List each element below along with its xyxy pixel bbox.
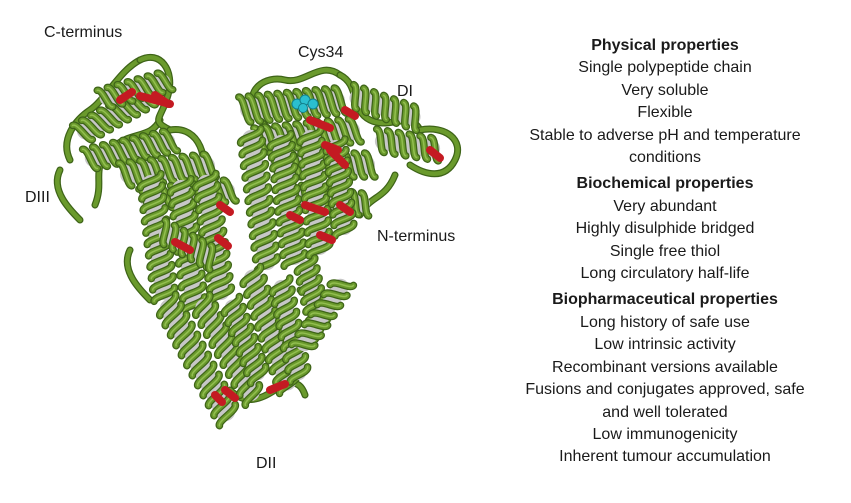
property-item: Fusions and conjugates approved, safe — [525, 381, 805, 399]
property-item: Inherent tumour accumulation — [559, 448, 771, 466]
property-item: Highly disulphide bridged — [575, 220, 755, 238]
property-item: Low immunogenicity — [592, 425, 738, 443]
property-item: Flexible — [637, 104, 693, 122]
cys34-label: Cys34 — [298, 44, 344, 61]
property-item: Single polypeptide chain — [578, 59, 752, 77]
n-terminus-label: N-terminus — [377, 228, 456, 245]
c-terminus-label: C-terminus — [44, 24, 123, 41]
property-section-title: Biopharmaceutical properties — [552, 291, 778, 309]
property-item: Recombinant versions available — [552, 358, 778, 376]
property-item: Low intrinsic activity — [594, 336, 736, 354]
property-item: Very abundant — [613, 197, 717, 215]
property-item: Long circulatory half-life — [580, 265, 750, 283]
domain-ii-label: DII — [256, 455, 277, 472]
property-item: and well tolerated — [602, 403, 728, 421]
cys34-free-thiol-marker — [291, 94, 319, 113]
property-item: Long history of safe use — [580, 313, 750, 331]
property-section-title: Biochemical properties — [576, 175, 754, 193]
property-item: Very soluble — [621, 81, 709, 99]
domain-iii-label: DIII — [25, 189, 50, 206]
property-section-title: Physical properties — [591, 37, 739, 54]
domain-i-label: DI — [397, 83, 413, 100]
property-item: conditions — [628, 149, 702, 167]
albumin-ribbon-structure — [53, 54, 461, 430]
property-item: Single free thiol — [609, 242, 721, 260]
disulphide-bridges — [116, 88, 444, 406]
property-item: Stable to adverse pH and temperature — [529, 126, 801, 144]
